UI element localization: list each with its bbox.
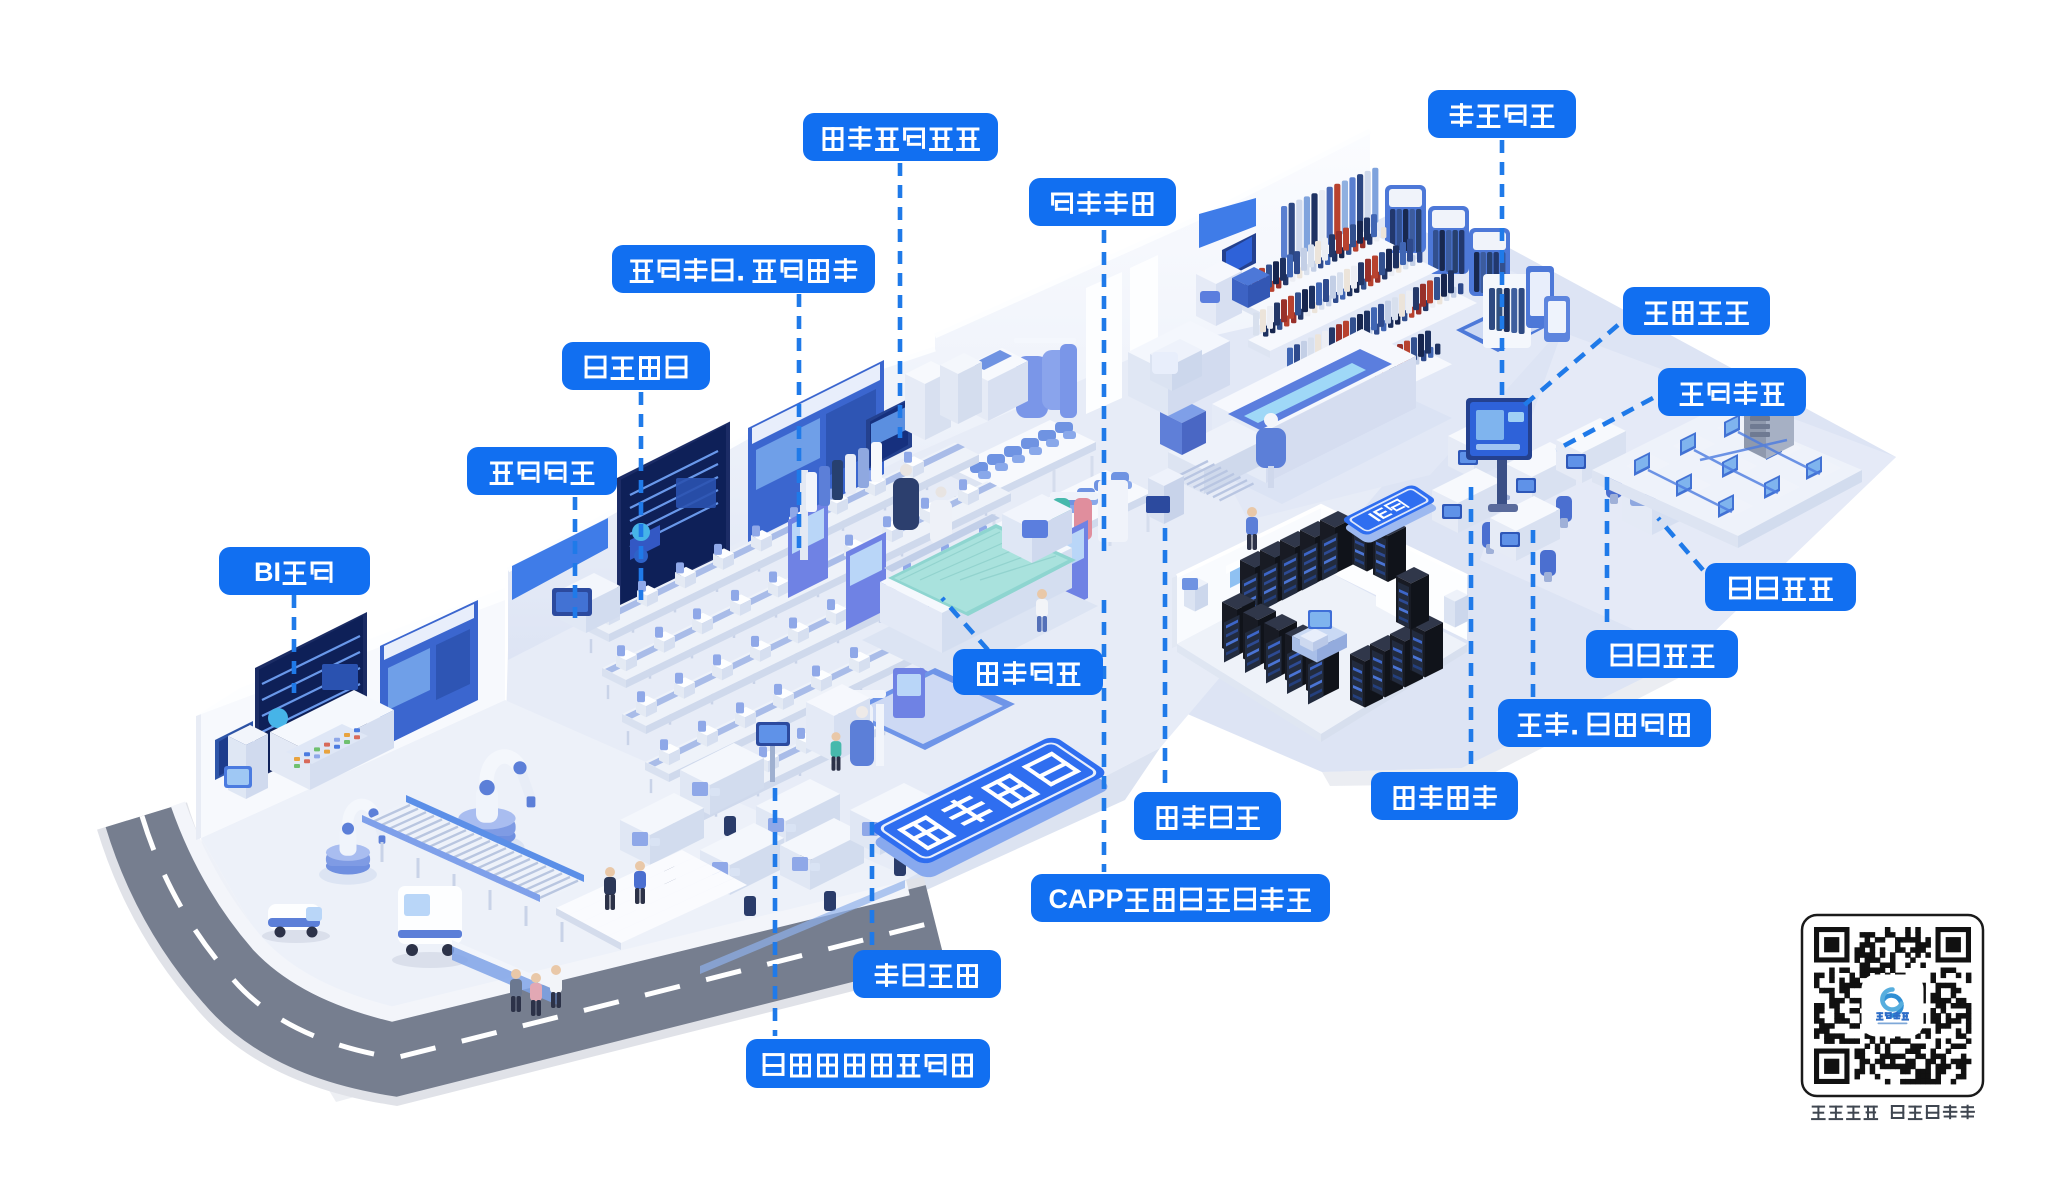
svg-text:P: P (1087, 884, 1105, 914)
svg-text:B: B (254, 557, 274, 587)
svg-text:A: A (1068, 884, 1088, 914)
svg-text:P: P (1105, 884, 1123, 914)
svg-text:I: I (273, 557, 281, 587)
svg-text:C: C (1048, 884, 1068, 914)
